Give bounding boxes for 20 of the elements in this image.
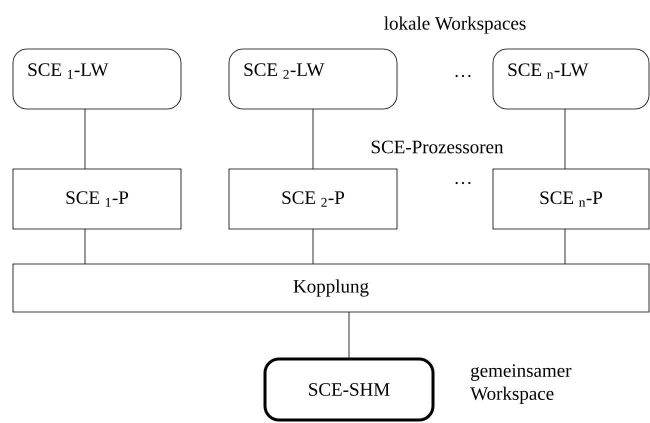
connector-line — [84, 108, 86, 170]
label: lokale Workspaces — [384, 16, 526, 34]
label: … — [456, 74, 470, 78]
connector-line — [348, 312, 350, 360]
processor-box: SCE $_{n}$-P — [492, 168, 650, 230]
node-label: gemeinsamer Workspace — [470, 364, 572, 404]
connector-line — [312, 228, 314, 264]
connector-line — [312, 108, 314, 170]
label: … — [456, 182, 470, 184]
label: SCE-Prozessoren — [372, 140, 504, 154]
coupling-bar: Kopplung — [12, 264, 650, 312]
processor-box: SCE $_{1}$-P — [12, 168, 182, 230]
workspace-box: SCE $_{n}$-LW — [492, 48, 650, 110]
connector-line — [564, 108, 566, 170]
shared-memory-box: SCE-SHM — [264, 358, 434, 422]
processor-box: SCE $_{2}$-P — [228, 168, 398, 230]
workspace-box: SCE $_{1}$-LW — [12, 48, 182, 110]
connector-line — [84, 228, 86, 264]
connector-line — [564, 228, 566, 264]
workspace-box: SCE $_{2}$-LW — [228, 48, 398, 110]
